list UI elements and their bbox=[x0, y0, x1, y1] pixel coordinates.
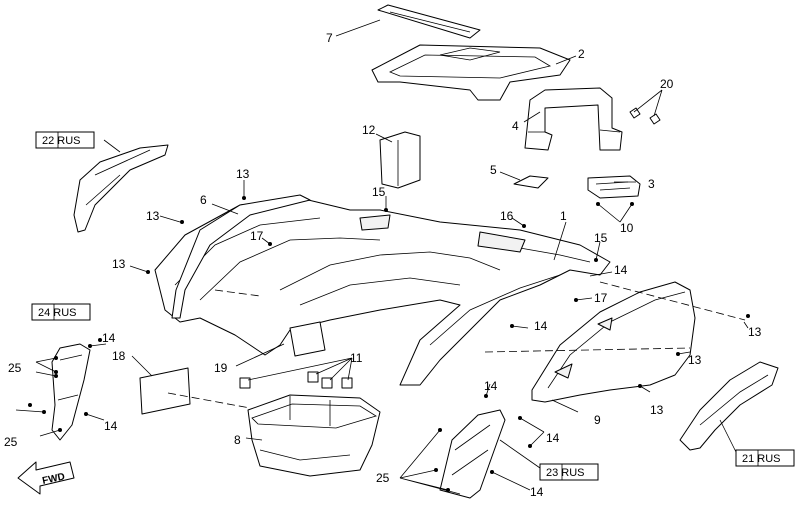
callout-13-f: 13 bbox=[650, 403, 664, 417]
callout-19: 19 bbox=[214, 361, 228, 375]
callout-20: 20 bbox=[660, 77, 674, 91]
callout-3: 3 bbox=[648, 177, 655, 191]
part-23-lower-piece bbox=[439, 409, 506, 499]
reference-box-21: 21 RUS bbox=[735, 449, 795, 467]
callout-14-d: 14 bbox=[102, 331, 116, 345]
callout-25-c: 25 bbox=[376, 471, 390, 485]
callout-5: 5 bbox=[490, 163, 497, 177]
part-19-tile bbox=[289, 321, 326, 357]
callout-14-e: 14 bbox=[104, 419, 118, 433]
callout-2: 2 bbox=[578, 47, 585, 61]
callout-16: 16 bbox=[500, 209, 514, 223]
part-11-bolts bbox=[239, 371, 353, 389]
part-7-strip bbox=[377, 4, 481, 39]
dashed-guide-box bbox=[167, 392, 251, 409]
callout-14-g: 14 bbox=[530, 485, 544, 499]
part-3-block bbox=[587, 175, 641, 199]
callout-8: 8 bbox=[234, 433, 241, 447]
dashed-guide-lower bbox=[484, 347, 691, 353]
part-12-pad bbox=[379, 131, 421, 189]
callout-15-b: 15 bbox=[594, 231, 608, 245]
callout-17-a: 17 bbox=[250, 229, 264, 243]
callout-13-b: 13 bbox=[146, 209, 160, 223]
callout-18: 18 bbox=[112, 349, 126, 363]
part-6-edge-strip bbox=[171, 194, 311, 319]
callout-17-b: 17 bbox=[594, 291, 608, 305]
callout-7: 7 bbox=[326, 31, 333, 45]
reference-23-label: 23 RUS bbox=[546, 467, 585, 479]
callout-14-f: 14 bbox=[546, 431, 560, 445]
reference-21-label: 21 RUS bbox=[742, 453, 781, 465]
part-5-cap bbox=[513, 175, 549, 189]
dashed-guide-left bbox=[214, 289, 261, 297]
reference-box-24: 24 RUS bbox=[31, 303, 91, 321]
part-2-top-panel bbox=[371, 44, 571, 101]
callout-9: 9 bbox=[594, 413, 601, 427]
callout-10: 10 bbox=[620, 221, 634, 235]
callout-6: 6 bbox=[200, 193, 207, 207]
leader-lines bbox=[15, 19, 749, 495]
callout-4: 4 bbox=[512, 119, 519, 133]
callout-13-a: 13 bbox=[236, 167, 250, 181]
reference-22-label: 22 RUS bbox=[42, 135, 81, 147]
callout-numbers: 7 2 4 20 12 5 3 10 13 6 13 15 16 1 15 17… bbox=[4, 31, 762, 499]
reference-box-23: 23 RUS bbox=[539, 463, 599, 481]
forward-label: FWD bbox=[41, 471, 66, 486]
part-22-fender-piece bbox=[73, 144, 169, 233]
callout-25-a: 25 bbox=[8, 361, 22, 375]
reference-24-label: 24 RUS bbox=[38, 307, 77, 319]
part-4-bracket bbox=[524, 87, 623, 151]
callout-11: 11 bbox=[350, 351, 363, 365]
part-9-right-fender bbox=[531, 281, 696, 403]
dashed-guide-upper bbox=[599, 281, 746, 321]
callout-12: 12 bbox=[362, 123, 376, 137]
part-8-storage-box bbox=[247, 394, 381, 477]
callout-1: 1 bbox=[560, 209, 567, 223]
part-24-side-piece bbox=[51, 343, 91, 441]
callout-13-c: 13 bbox=[112, 257, 126, 271]
callout-13-d: 13 bbox=[748, 325, 762, 339]
part-21-rear-piece bbox=[679, 361, 779, 451]
callout-13-e: 13 bbox=[688, 353, 702, 367]
reference-box-22: 22 RUS bbox=[35, 131, 95, 149]
part-18-plate bbox=[139, 367, 191, 415]
callout-14-c: 14 bbox=[484, 379, 498, 393]
forward-arrow-icon: FWD bbox=[17, 461, 75, 495]
callout-15-a: 15 bbox=[372, 185, 386, 199]
fastener-dots bbox=[28, 196, 750, 492]
callout-25-b: 25 bbox=[4, 435, 18, 449]
callout-14-a: 14 bbox=[614, 263, 628, 277]
callout-14-b: 14 bbox=[534, 319, 548, 333]
